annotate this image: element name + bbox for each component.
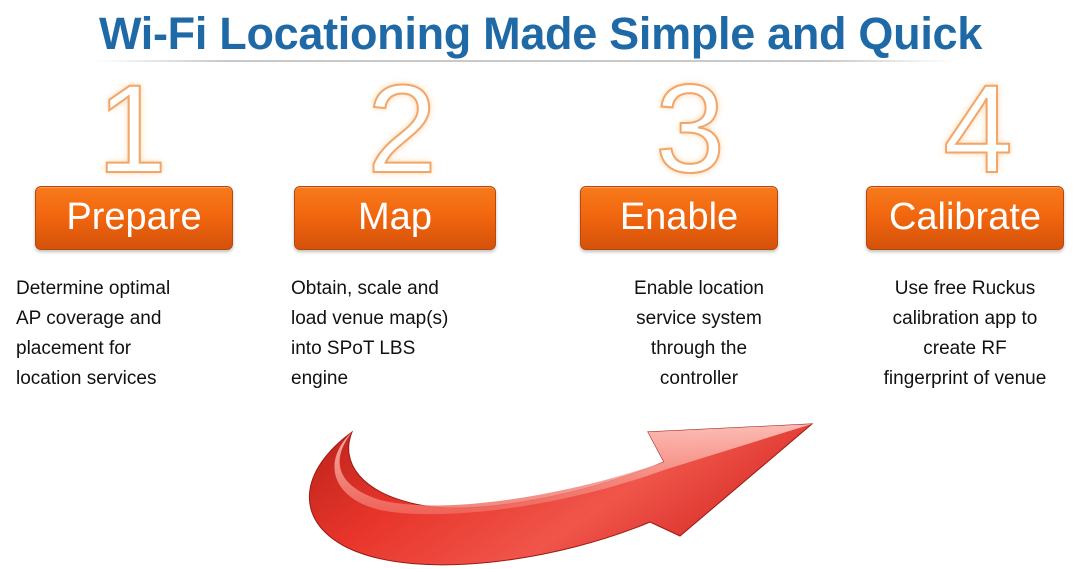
page-title: Wi-Fi Locationing Made Simple and Quick bbox=[99, 8, 982, 59]
step-number-2: 2 bbox=[366, 59, 438, 200]
map-description: Obtain, scale and load venue map(s) into… bbox=[291, 278, 449, 389]
title-underline bbox=[95, 60, 955, 62]
step-map: 2 Map Obtain, scale and load venue map(s… bbox=[274, 0, 514, 569]
enable-button[interactable]: Enable bbox=[580, 186, 778, 250]
calibrate-button[interactable]: Calibrate bbox=[866, 186, 1064, 250]
map-button[interactable]: Map bbox=[294, 186, 496, 250]
step-number-4: 4 bbox=[942, 59, 1014, 200]
enable-description: Enable location service system through t… bbox=[634, 278, 764, 389]
step-number-1: 1 bbox=[96, 59, 168, 200]
step-calibrate: 4 Calibrate Use free Ruckus calibration … bbox=[860, 0, 1081, 569]
calibrate-description: Use free Ruckus calibration app to creat… bbox=[883, 278, 1047, 389]
step-enable: 3 Enable Enable location service system … bbox=[576, 0, 816, 569]
step-number-3: 3 bbox=[654, 59, 726, 200]
prepare-description: Determine optimal AP coverage and placem… bbox=[16, 278, 171, 389]
step-prepare: 1 Prepare Determine optimal AP coverage … bbox=[14, 0, 254, 569]
prepare-button[interactable]: Prepare bbox=[35, 186, 233, 250]
